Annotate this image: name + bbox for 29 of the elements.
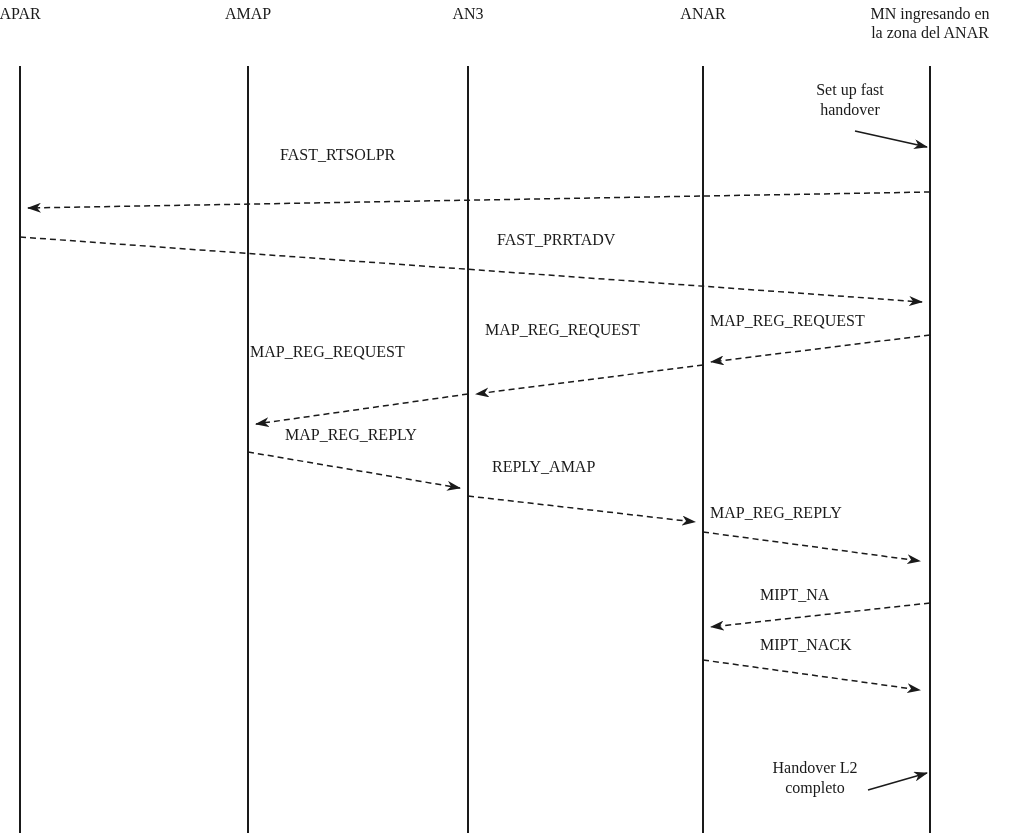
annotation-text: Set up fast handover bbox=[802, 80, 898, 120]
edge-label: FAST_PRRTADV bbox=[497, 231, 616, 249]
edge-label: FAST_RTSOLPR bbox=[280, 146, 396, 164]
message-arrow bbox=[710, 602, 931, 631]
message-arrow bbox=[710, 334, 931, 366]
message-arrow bbox=[467, 495, 696, 526]
lifeline-header: AN3 bbox=[451, 4, 485, 23]
annotation-text: Handover L2 completo bbox=[765, 758, 865, 798]
leader-line bbox=[854, 130, 928, 150]
lifeline-header: ANAR bbox=[679, 4, 727, 23]
lifeline-header: MN ingresando en la zona del ANAR bbox=[869, 4, 991, 42]
message-arrow bbox=[702, 659, 921, 694]
message-arrow bbox=[19, 236, 923, 307]
message-arrow bbox=[27, 191, 931, 213]
edge-label: REPLY_AMAP bbox=[492, 458, 596, 476]
message-arrow bbox=[475, 364, 704, 398]
edge-label: MIPT_NA bbox=[760, 586, 830, 604]
lifeline-header: AMAP bbox=[223, 4, 273, 23]
leader-line bbox=[867, 771, 928, 791]
message-arrow bbox=[247, 451, 461, 491]
message-arrow bbox=[702, 531, 921, 565]
edge-label: MAP_REG_REQUEST bbox=[485, 321, 640, 339]
message-arrow bbox=[255, 393, 469, 428]
edge-label: MAP_REG_REPLY bbox=[285, 426, 417, 444]
edge-label: MAP_REG_REQUEST bbox=[710, 312, 865, 330]
lifeline-header: APAR bbox=[0, 4, 42, 23]
edge-label: MIPT_NACK bbox=[760, 636, 852, 654]
edge-label: MAP_REG_REQUEST bbox=[250, 343, 405, 361]
edge-label: MAP_REG_REPLY bbox=[710, 504, 842, 522]
